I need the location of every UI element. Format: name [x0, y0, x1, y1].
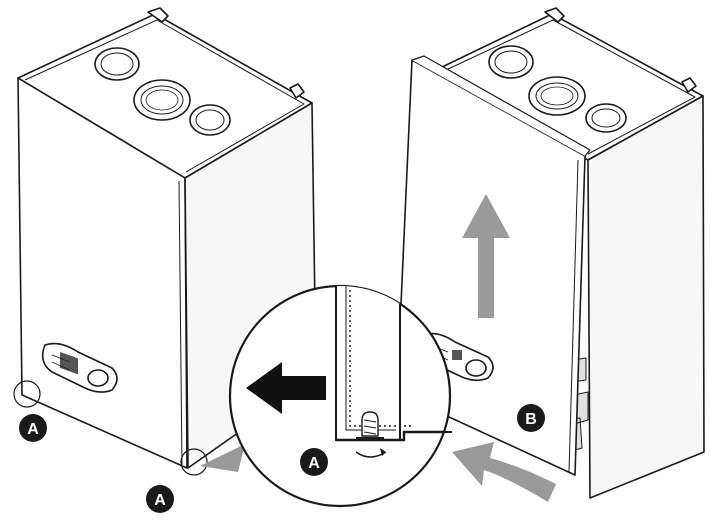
right-boiler-bracket [544, 7, 565, 23]
right-boiler-front-panel-edge [568, 159, 579, 473]
left-boiler-front-edge [178, 180, 183, 467]
zoom-connector-wedge [200, 444, 245, 472]
right-boiler-bracket-right [681, 77, 697, 93]
left-boiler-control-panel [41, 342, 118, 393]
left-boiler-top-rim [24, 19, 305, 173]
right-boiler-flue-ports [488, 45, 627, 133]
badge-b: B [517, 404, 545, 432]
zoom-slide-left-arrow [246, 362, 326, 414]
left-boiler-flue-ports [94, 47, 231, 136]
badge-zoom-a-label: A [308, 455, 320, 472]
right-screw-marker [180, 448, 208, 476]
badge-right-a: A [146, 485, 174, 513]
badge-b-label: B [525, 411, 537, 428]
badge-right-a-label: A [154, 492, 166, 509]
right-boiler-top-rim [445, 19, 696, 155]
lift-up-arrow [462, 194, 510, 318]
badge-left-a: A [19, 414, 47, 442]
badge-zoom-a: A [300, 448, 328, 476]
badge-left-a-label: A [27, 421, 39, 438]
zoom-panel-dotted-outline [349, 290, 412, 427]
left-boiler-bracket [147, 7, 169, 23]
right-boiler-side-panel [587, 95, 705, 499]
left-boiler-bracket-right [289, 83, 305, 99]
right-boiler-front-panel-lip [411, 55, 591, 157]
left-boiler [17, 7, 317, 469]
zoom-panel-inner-edge [345, 286, 396, 431]
zoom-screw [356, 411, 384, 439]
zoom-detail [228, 284, 452, 508]
left-screw-marker [13, 380, 41, 408]
pull-out-curved-arrow [452, 442, 556, 502]
